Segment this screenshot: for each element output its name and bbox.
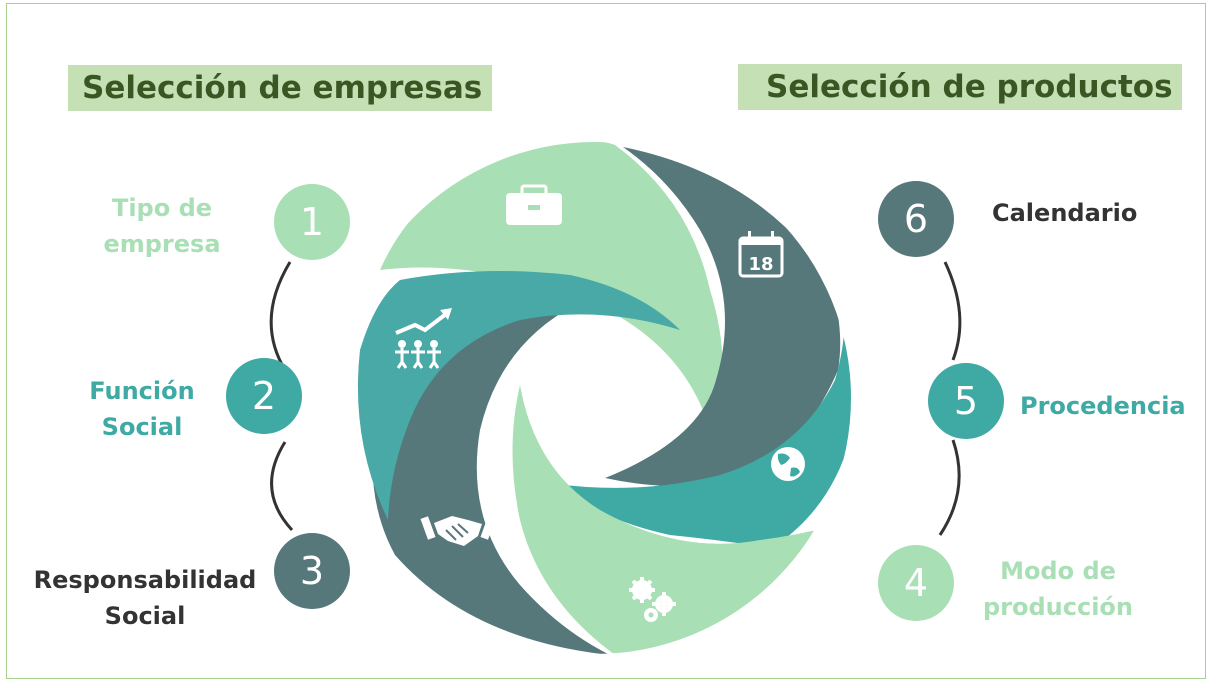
step-label-1: Tipo de empresa xyxy=(72,190,252,262)
step-circle-5: 5 xyxy=(928,363,1004,439)
step-label-1-line1: Tipo de xyxy=(111,194,213,222)
step-label-6: Calendario xyxy=(992,199,1138,227)
calendar-icon: 18 xyxy=(738,231,784,278)
left-connector-arc-top xyxy=(269,261,292,371)
calendar-icon-text: 18 xyxy=(748,254,773,275)
step-circle-1: 1 xyxy=(274,184,350,260)
step-circle-4: 4 xyxy=(878,545,954,621)
step-label-4: Modo de producción xyxy=(968,553,1148,625)
step-label-2: Función Social xyxy=(52,373,232,445)
left-connector-arc-bottom xyxy=(270,441,294,532)
right-connector-arc-top xyxy=(943,261,962,361)
diagram-frame xyxy=(6,3,1206,679)
step-circle-2: 2 xyxy=(226,358,302,434)
step-circle-6: 6 xyxy=(878,181,954,257)
step-label-3-line2: Social xyxy=(104,602,186,630)
gears-icon xyxy=(629,577,676,622)
swirl-segments xyxy=(357,142,851,654)
segment-production xyxy=(512,385,836,654)
globe-icon xyxy=(771,447,805,481)
segment-origin xyxy=(556,280,851,548)
segment-calendar xyxy=(605,147,841,487)
step-label-1-line2: empresa xyxy=(103,230,221,258)
segment-social-function xyxy=(357,271,680,520)
briefcase-icon xyxy=(506,184,562,225)
step-circle-3: 3 xyxy=(274,533,350,609)
step-label-4-line2: producción xyxy=(982,593,1134,621)
step-label-2-line1: Función xyxy=(89,377,195,405)
right-connector-arc-bottom xyxy=(938,439,961,536)
handshake-icon xyxy=(420,516,496,546)
segment-social-responsibility xyxy=(372,302,610,654)
step-label-3: Responsabilidad Social xyxy=(20,562,270,634)
step-label-3-line1: Responsabilidad xyxy=(33,566,257,594)
step-label-5: Procedencia xyxy=(1020,392,1186,420)
header-company-selection: Selección de empresas xyxy=(68,65,492,111)
header-product-selection: Selección de productos xyxy=(738,64,1182,110)
step-label-4-line1: Modo de xyxy=(1000,557,1116,585)
growth-team-icon xyxy=(395,308,452,369)
step-label-2-line2: Social xyxy=(101,413,183,441)
